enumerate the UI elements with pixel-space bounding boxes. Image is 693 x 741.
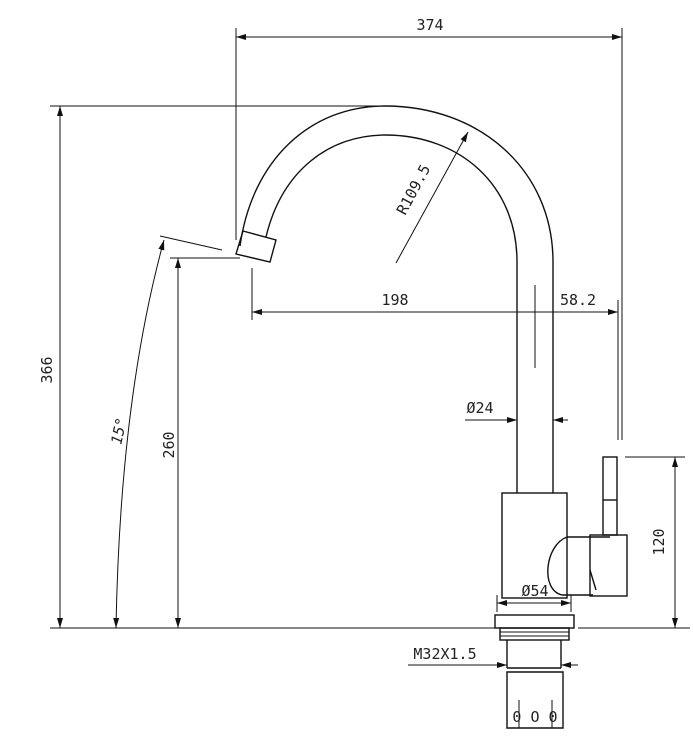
base-marks: 0 O 0 [512, 708, 557, 726]
dim-angle-label: 15° [107, 416, 130, 446]
dim-24-label: Ø24 [466, 399, 493, 417]
dim-366-label: 366 [38, 356, 56, 383]
dim-radius-label: R109.5 [393, 162, 434, 218]
dimension-diameter-24: Ø24 [465, 399, 568, 423]
dimension-diameter-54: Ø54 [496, 582, 572, 612]
dimension-120: 120 [625, 456, 685, 628]
dim-260-label: 260 [160, 431, 178, 458]
dim-120-label: 120 [650, 528, 668, 555]
dim-thread-label: M32X1.5 [413, 645, 476, 663]
dimension-thread: M32X1.5 [408, 645, 578, 668]
dimension-374: 374 [235, 16, 623, 440]
dim-198-label: 198 [381, 291, 408, 309]
lever-handle [602, 456, 618, 536]
dimension-radius: R109.5 [393, 131, 469, 264]
dimension-angle: 15° [107, 235, 223, 629]
dim-58-2-label: 58.2 [560, 291, 596, 309]
dim-54-label: Ø54 [521, 582, 548, 600]
dimension-366: 366 [38, 105, 385, 628]
dim-374-label: 374 [416, 16, 443, 34]
dimension-58-2: 58.2 [535, 291, 619, 440]
dimension-260: 260 [160, 257, 240, 628]
spout [235, 105, 554, 493]
faucet-body [501, 456, 628, 599]
dimension-198: 198 [251, 268, 536, 368]
mounting-shank: 0 O 0 [494, 614, 575, 729]
